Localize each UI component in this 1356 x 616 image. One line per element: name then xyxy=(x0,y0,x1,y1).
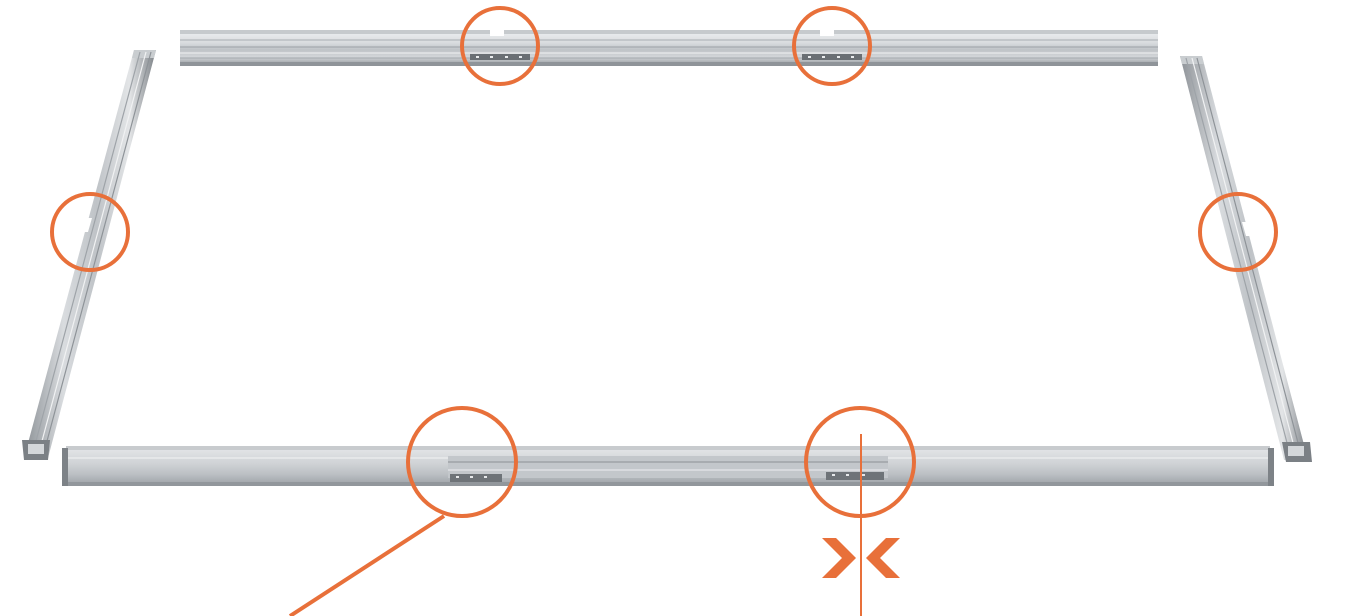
left-rail xyxy=(22,50,156,460)
bottom-rail xyxy=(62,446,1274,486)
right-rail xyxy=(1180,56,1312,462)
leader-line xyxy=(290,516,444,616)
top-rail xyxy=(180,26,1158,66)
